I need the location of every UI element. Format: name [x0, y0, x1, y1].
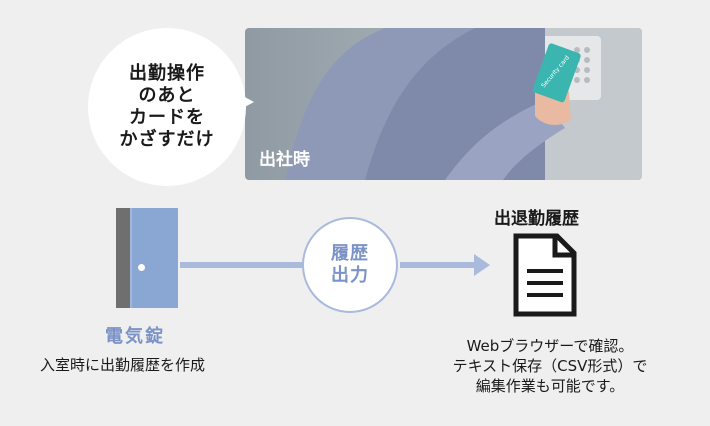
doc-desc-line-1: Webブラウザーで確認。: [466, 337, 634, 355]
speech-bubble: 出勤操作 のあと カードを かざすだけ: [88, 28, 246, 186]
bubble-line-2: のあと: [138, 85, 196, 106]
door-icon: [130, 208, 178, 308]
arrow-right-icon: [474, 254, 490, 276]
attendance-history-title: 出退勤履歴: [494, 209, 579, 229]
bubble-line-3: カードを: [129, 107, 205, 128]
attendance-history-description: Webブラウザーで確認。 テキスト保存（CSV形式）で 編集作業も可能です。: [420, 336, 680, 396]
electric-lock-label: 電気錠: [105, 326, 165, 347]
history-output-line-2: 出力: [331, 265, 369, 286]
document-icon: [513, 233, 577, 321]
person-scanning-card-illustration: Security card: [285, 28, 642, 180]
doc-desc-line-2: テキスト保存（CSV形式）で: [452, 357, 648, 375]
connector-line-right: [400, 262, 476, 268]
door-knob-icon: [138, 264, 145, 271]
history-output-badge: 履歴 出力: [302, 217, 398, 313]
entry-photo: Security card 出社時: [245, 28, 642, 180]
bubble-line-1: 出勤操作: [129, 63, 205, 84]
doc-desc-line-3: 編集作業も可能です。: [475, 377, 625, 395]
history-output-line-1: 履歴: [331, 243, 369, 264]
electric-lock-description: 入室時に出勤履歴を作成: [40, 356, 206, 374]
photo-label: 出社時: [259, 150, 310, 170]
bubble-line-4: かざすだけ: [119, 129, 215, 150]
connector-line-left: [180, 262, 304, 268]
